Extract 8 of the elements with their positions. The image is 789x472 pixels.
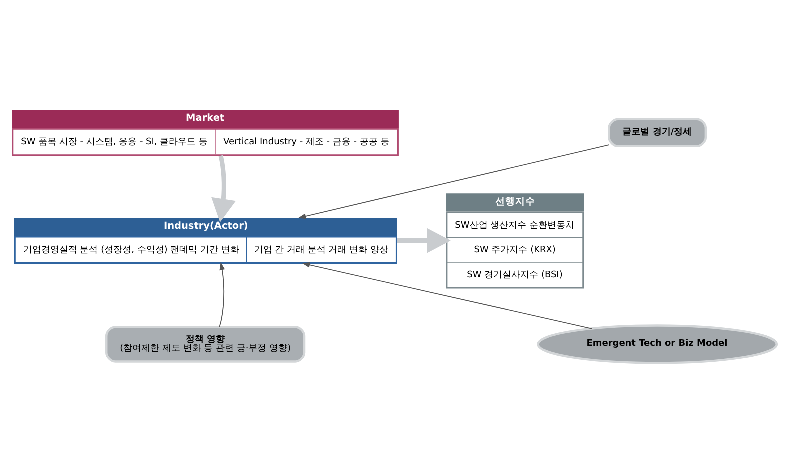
arrow: [219, 262, 226, 327]
arrow: [397, 228, 451, 253]
node-box: 글로벌 경기/정세: [608, 118, 708, 147]
arrow: [302, 262, 593, 329]
node-ellipse: Emergent Tech or Biz Model: [537, 324, 778, 364]
arrow: [298, 144, 610, 219]
arrow: [212, 154, 236, 222]
node-box: 정책 영향 (참여제한 제도 변화 등 관련 긍·부정 영향): [105, 326, 306, 362]
